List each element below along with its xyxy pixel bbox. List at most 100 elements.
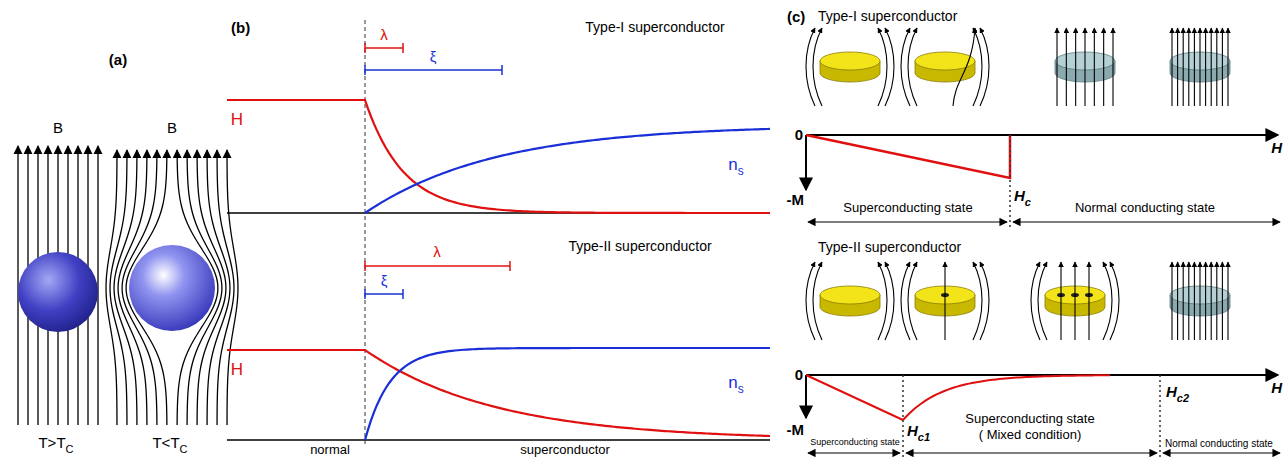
field-line	[1222, 262, 1223, 340]
subscript: c	[1025, 196, 1031, 208]
critical-field: H	[1014, 188, 1025, 205]
sample-disk	[820, 286, 880, 316]
field-line	[885, 28, 894, 106]
field-line	[973, 28, 982, 106]
field-marker	[1009, 135, 1011, 230]
field-line	[1031, 262, 1040, 340]
interface-line	[365, 20, 366, 446]
field-marker	[902, 375, 904, 457]
field-line	[1211, 28, 1212, 106]
field-line	[1084, 28, 1085, 106]
length-symbol: λ	[433, 244, 441, 261]
plot-title: Type-II superconductor	[568, 239, 711, 254]
field-line	[1199, 28, 1200, 106]
field-label: B	[53, 120, 63, 137]
region-label: normal	[310, 443, 350, 457]
field-line	[806, 28, 815, 106]
baseline	[227, 439, 770, 441]
temperature-label: T<T	[152, 435, 179, 452]
region-label: superconductor	[520, 443, 610, 457]
field-line	[878, 28, 887, 106]
field-line	[1199, 262, 1200, 340]
length-symbol: ξ	[430, 49, 437, 66]
field-line	[1171, 28, 1172, 106]
plot-title: Type-I superconductor	[585, 20, 724, 35]
state-label: Superconducting state	[843, 201, 972, 215]
magnetization-curve	[806, 375, 903, 420]
field-line	[878, 262, 887, 340]
field-line	[1216, 262, 1217, 340]
panel-letter: (a)	[109, 52, 127, 69]
field-line	[217, 150, 234, 425]
field-line	[1056, 28, 1057, 106]
meissner-sketch	[18, 146, 238, 425]
range-arrow	[1013, 221, 1280, 222]
panel-letter: (c)	[787, 9, 805, 26]
plot-title: Type-II superconductor	[818, 240, 961, 255]
vortex-line	[1088, 262, 1089, 340]
curve-label: H	[231, 361, 243, 380]
sample-disk	[820, 52, 880, 82]
vortex-line	[1074, 262, 1075, 340]
field-line	[908, 28, 917, 106]
vortex-line	[1060, 262, 1061, 340]
field-line	[1110, 262, 1119, 340]
curve-label: n	[728, 374, 737, 393]
field-line	[97, 146, 98, 425]
range-arrow	[808, 221, 1007, 222]
field-line	[953, 28, 975, 106]
field-line	[885, 262, 894, 340]
magnetization-plots	[806, 28, 1280, 457]
field-line	[813, 28, 822, 106]
field-line	[1075, 28, 1076, 106]
field-line	[17, 146, 18, 425]
length-symbol: ξ	[381, 273, 388, 290]
field-line	[1177, 262, 1178, 340]
vortex-line	[944, 262, 945, 340]
axis-label: H	[1271, 380, 1282, 397]
field-line	[1094, 28, 1095, 106]
field-curve	[227, 100, 770, 213]
magnetization-curve	[806, 135, 1010, 178]
field-line	[1171, 262, 1172, 340]
field-line	[1177, 28, 1178, 106]
subscript: C	[66, 443, 74, 455]
curve-label: H	[231, 111, 243, 130]
field-line	[901, 262, 910, 340]
field-line	[1066, 28, 1067, 106]
field-line	[227, 150, 238, 425]
curve-label: n	[728, 156, 737, 175]
field-line	[1188, 28, 1189, 106]
field-line	[1038, 262, 1047, 340]
critical-field: H	[907, 423, 918, 440]
range-arrow	[1163, 452, 1280, 453]
field-line	[980, 28, 989, 106]
field-line	[1188, 262, 1189, 340]
subscript: c1	[918, 431, 930, 443]
field-line	[908, 262, 917, 340]
field-curve	[227, 350, 770, 436]
field-line	[1103, 262, 1112, 340]
sphere-superconducting	[129, 245, 215, 331]
field-marker	[1159, 375, 1161, 457]
subscript: c2	[1177, 392, 1189, 404]
field-line	[1211, 262, 1212, 340]
sphere-normal	[18, 252, 98, 332]
state-label: Superconducting state	[810, 438, 900, 448]
penetration-plots	[227, 20, 770, 446]
field-line	[1227, 28, 1228, 106]
subscript: C	[180, 443, 188, 455]
field-label: B	[167, 120, 177, 137]
field-line	[1216, 28, 1217, 106]
field-line	[973, 262, 982, 340]
axis-origin: 0	[795, 367, 803, 384]
axis	[805, 375, 807, 418]
field-line	[1194, 262, 1195, 340]
xi-bracket	[365, 65, 502, 299]
axis-label: -M	[787, 192, 805, 209]
range-arrow	[808, 452, 900, 453]
temperature-label: T>T	[38, 435, 65, 452]
axis	[805, 135, 807, 190]
subscript: s	[738, 383, 744, 396]
